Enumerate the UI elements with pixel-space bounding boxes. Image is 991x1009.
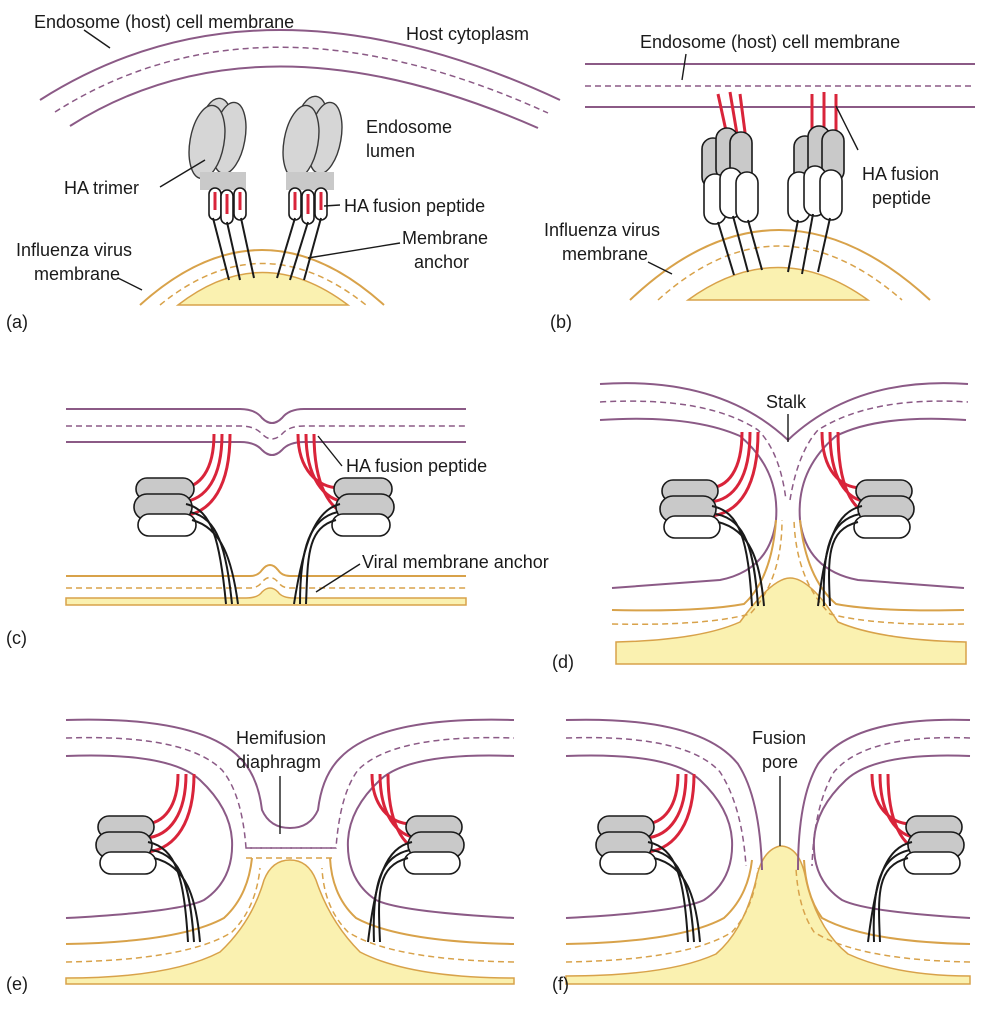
ha-left-f <box>596 774 700 942</box>
hemifusion-label-line2: diaphragm <box>236 752 321 772</box>
ha-right-e <box>368 774 464 942</box>
panel-label-b: (b) <box>550 312 572 332</box>
endosome-lumen-label-line2: lumen <box>366 141 415 161</box>
virus-interior <box>66 588 466 605</box>
host-membrane-middle <box>600 401 968 500</box>
host-cytoplasm-label: Host cytoplasm <box>406 24 529 44</box>
ha-fusion-peptide-label-line1: HA fusion <box>862 164 939 184</box>
virus-membrane-left <box>566 860 752 944</box>
hemifusion-label-line1: Hemifusion <box>236 728 326 748</box>
ha-fusion-peptide-label: HA fusion peptide <box>344 196 485 216</box>
ha-left-b <box>702 92 762 275</box>
membrane-anchor-label-line1: Membrane <box>402 228 488 248</box>
panel-f: Fusion pore (f) <box>552 720 970 994</box>
endosome-membrane-top <box>66 409 466 423</box>
viral-membrane-anchor-label: Viral membrane anchor <box>362 552 549 572</box>
endosome-membrane-label: Endosome (host) cell membrane <box>640 32 900 52</box>
ha-fusion-peptide-label: HA fusion peptide <box>346 456 487 476</box>
ha-trimer-label: HA trimer <box>64 178 139 198</box>
fusion-pore-label-line2: pore <box>762 752 798 772</box>
membrane-anchor-label-line2: anchor <box>414 252 469 272</box>
endosome-membrane-bottom <box>66 442 466 455</box>
endosome-membrane-label: Endosome (host) cell membrane <box>34 12 294 32</box>
panel-label-c: (c) <box>6 628 27 648</box>
virus-membrane-label-line1: Influenza virus <box>544 220 660 240</box>
panel-label-f: (f) <box>552 974 569 994</box>
endosome-lumen-label-line1: Endosome <box>366 117 452 137</box>
panel-c: HA fusion peptide Viral membrane anchor … <box>6 409 549 648</box>
panel-a: Endosome (host) cell membrane Host cytop… <box>6 12 560 332</box>
panel-label-e: (e) <box>6 974 28 994</box>
virus-membrane-label-line2: membrane <box>562 244 648 264</box>
panel-b: Endosome (host) cell membrane HA fusion … <box>544 32 975 332</box>
virus-membrane-middle <box>66 578 466 589</box>
virus-membrane-label-line1: Influenza virus <box>16 240 132 260</box>
virus-membrane-left <box>66 858 252 944</box>
virus-interior <box>616 578 966 664</box>
stalk-label: Stalk <box>766 392 807 412</box>
ha-left-c <box>134 434 238 604</box>
ha-fusion-peptide-label-line2: peptide <box>872 188 931 208</box>
panel-d: Stalk (d) <box>552 383 968 672</box>
ha-trimer-left <box>184 96 254 280</box>
virus-membrane-label-line2: membrane <box>34 264 120 284</box>
endosome-membrane-middle <box>66 426 466 439</box>
panel-label-d: (d) <box>552 652 574 672</box>
panel-label-a: (a) <box>6 312 28 332</box>
virus-interior <box>66 860 514 984</box>
virus-interior <box>688 268 868 301</box>
ha-left-e <box>96 774 200 942</box>
panel-e: Hemifusion diaphragm (e) <box>6 720 514 994</box>
fusion-pore-label-line1: Fusion <box>752 728 806 748</box>
